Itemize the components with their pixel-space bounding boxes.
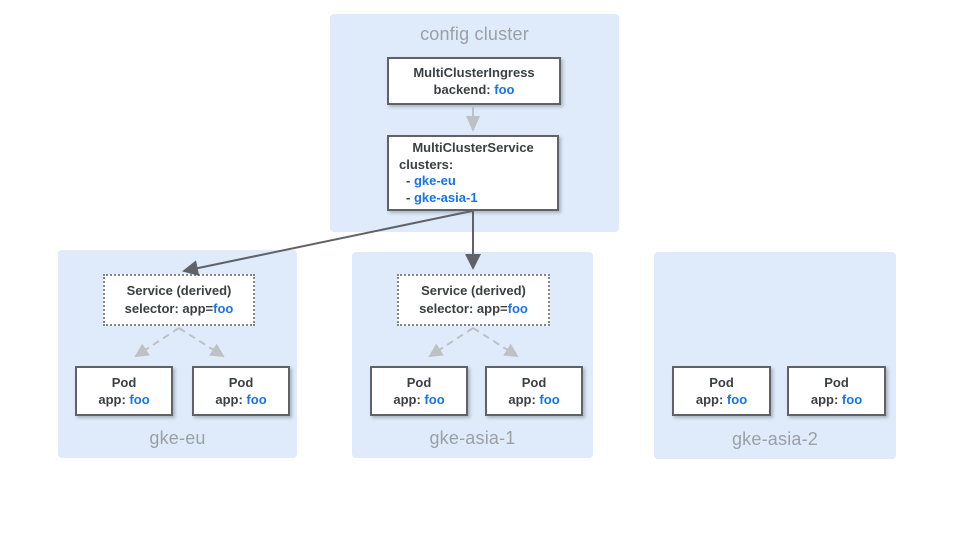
- pod-title: Pod: [709, 375, 734, 390]
- selector-label: selector: app=: [419, 301, 508, 316]
- pod-box: Pod app: foo: [787, 366, 886, 416]
- list-dash: -: [406, 173, 414, 188]
- backend-value: foo: [494, 82, 515, 97]
- pod-title: Pod: [521, 375, 547, 390]
- pod-app-line: app: foo: [487, 391, 581, 408]
- pod-box: Pod app: foo: [370, 366, 468, 416]
- app-value: foo: [424, 392, 445, 407]
- app-label: app:: [393, 392, 425, 407]
- pod-title: Pod: [228, 375, 254, 390]
- app-label: app:: [215, 392, 247, 407]
- cluster-name-gke-eu: gke-eu: [413, 173, 456, 188]
- pod-app-line: app: foo: [77, 391, 171, 408]
- pod-box: Pod app: foo: [485, 366, 583, 416]
- multiclusterservice-title: MultiClusterService: [412, 140, 534, 155]
- cluster-label-gke-asia-2: gke-asia-2: [731, 429, 819, 449]
- cluster-panel-gke-asia-2: gke-asia-2: [654, 252, 896, 459]
- derived-service-box-gke-asia-1: Service (derived) selector: app=foo: [397, 274, 550, 326]
- clusters-label: clusters:: [399, 156, 454, 172]
- app-value: foo: [129, 392, 150, 407]
- app-label: app:: [508, 392, 540, 407]
- pod-box: Pod app: foo: [75, 366, 173, 416]
- selector-label: selector: app=: [124, 301, 214, 316]
- derived-service-title: Service (derived): [421, 283, 526, 298]
- backend-label: backend:: [433, 82, 495, 97]
- cluster-label-gke-eu: gke-eu: [149, 428, 206, 448]
- derived-service-title: Service (derived): [126, 283, 232, 298]
- pod-app-line: app: foo: [674, 391, 769, 408]
- selector-value: foo: [507, 301, 528, 316]
- list-dash: -: [406, 189, 414, 205]
- pod-box: Pod app: foo: [672, 366, 771, 416]
- cluster-name-gke-asia-1: gke-asia-1: [413, 189, 478, 205]
- cluster-panel-gke-asia-1: gke-asia-1: [352, 252, 593, 458]
- app-label: app:: [695, 392, 727, 407]
- pod-app-line: app: foo: [194, 391, 288, 408]
- multiclusteringress-box: MultiClusterIngress backend: foo: [387, 57, 561, 105]
- derived-service-selector-line: selector: app=foo: [105, 300, 253, 318]
- pod-title: Pod: [406, 375, 432, 390]
- multiclusterservice-box: MultiClusterService clusters: - gke-eu -…: [387, 135, 559, 211]
- app-value: foo: [246, 392, 267, 407]
- pod-app-line: app: foo: [372, 391, 466, 408]
- cluster-label-gke-asia-1: gke-asia-1: [429, 428, 516, 448]
- app-value: foo: [539, 392, 560, 407]
- pod-app-line: app: foo: [789, 391, 884, 408]
- cluster-list-item: - gke-eu: [399, 173, 547, 190]
- multiclusteringress-backend-line: backend: foo: [389, 81, 559, 98]
- app-label: app:: [98, 392, 130, 407]
- derived-service-selector-line: selector: app=foo: [399, 300, 548, 318]
- app-label: app:: [810, 392, 842, 407]
- derived-service-box-gke-eu: Service (derived) selector: app=foo: [103, 274, 255, 326]
- cluster-list-item: - gke-asia-1: [399, 190, 547, 207]
- selector-value: foo: [213, 301, 234, 316]
- pod-title: Pod: [111, 375, 137, 390]
- config-cluster-label: config cluster: [420, 24, 529, 44]
- multiclusteringress-title: MultiClusterIngress: [413, 65, 535, 80]
- pod-box: Pod app: foo: [192, 366, 290, 416]
- app-value: foo: [726, 392, 748, 407]
- pod-title: Pod: [824, 375, 849, 390]
- app-value: foo: [841, 392, 863, 407]
